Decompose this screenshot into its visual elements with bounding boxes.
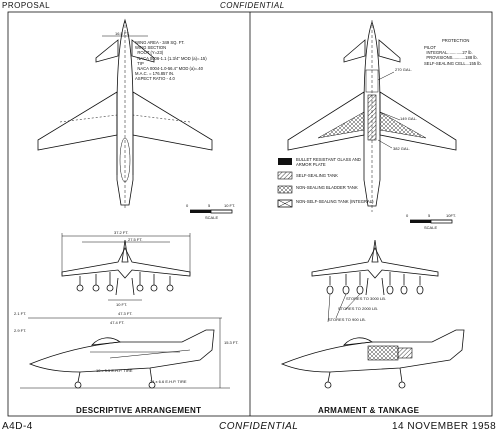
side-dim-1: 2.1 FT. — [14, 311, 27, 316]
legend-swatches — [277, 158, 293, 208]
legend-integral-label: NON-SELF-SEALING TANK (INTEGRAL) — [296, 199, 374, 204]
front-dim-span: 37.2 FT. — [114, 230, 129, 235]
side-dim-2: 2.9 FT. — [14, 328, 27, 333]
side-dim-height: 15.3 FT. — [224, 340, 239, 345]
front-dim-tread: 27.5 FT. — [128, 237, 143, 242]
wing-specification-notes: WING AREA - 349 SQ. FT. WING SECTION ROO… — [135, 40, 207, 82]
tank-label-wing: 149 GAL. — [400, 116, 417, 121]
span-dimension: 16.5 FT. — [115, 31, 130, 36]
legend-swatch-self-sealing — [277, 171, 293, 180]
tank-label-fwd: 270 GAL. — [395, 67, 412, 72]
legend-self-sealing-label: SELF-SEALING TANK — [296, 173, 338, 178]
right-panel-caption: ARMAMENT & TANKAGE — [318, 406, 420, 415]
right-scale-tick-10: 10FT. — [446, 213, 457, 218]
header-left-label: PROPOSAL — [2, 1, 51, 10]
front-dim-length: 47.3 FT. — [118, 311, 133, 316]
footer-date: 14 NOVEMBER 1958 — [392, 421, 497, 432]
legend-armor-label: BULLET RESISTANT GLASS AND ARMOR PLATE — [296, 157, 361, 168]
armament-front-view — [311, 239, 439, 323]
header-classification: CONFIDENTIAL — [220, 1, 285, 10]
side-dim-overall: 47.4 FT. — [110, 320, 125, 325]
right-scale-bar — [410, 219, 453, 224]
front-view-aircraft — [61, 233, 191, 301]
stores-label-900: STORES TO 900 LB. — [328, 317, 366, 322]
stores-label-2000: STORES TO 2000 LB. — [338, 306, 379, 311]
right-scale-tick-5: 5 — [428, 213, 431, 218]
main-tire-label: 24 x 6.6 E.H.P. TIRE — [150, 379, 187, 384]
stores-label-3000: STORES TO 3000 LB. — [346, 296, 387, 301]
nose-tire-label: 18 x 5.5 E.H.P. TIRE — [96, 368, 133, 373]
protection-weights: PILOT INTEGRAL.............27 lb. PROVIS… — [424, 45, 482, 66]
footer-classification: CONFIDENTIAL — [219, 421, 299, 432]
front-dim-height: 10 FT. — [116, 302, 128, 307]
legend-swatch-armor — [278, 158, 292, 165]
top-view-aircraft — [37, 18, 213, 210]
side-view-aircraft — [20, 317, 230, 389]
right-scale-label: SCALE — [424, 225, 438, 230]
right-scale-tick-0: 0 — [406, 213, 409, 218]
left-scale-tick-5: 5 — [208, 203, 211, 208]
left-scale-label: SCALE — [205, 215, 219, 220]
left-panel-caption: DESCRIPTIVE ARRANGEMENT — [76, 406, 202, 415]
footer-doc-number: A4D-4 — [2, 421, 33, 432]
left-scale-tick-0: 0 — [186, 203, 189, 208]
legend-bladder-label: NON-SEALING BLADDER TANK — [296, 185, 358, 190]
left-scale-bar — [190, 209, 233, 214]
protection-title: PROTECTION — [442, 38, 470, 43]
armament-side-view — [280, 329, 465, 389]
tank-label-aft: 382 GAL. — [393, 146, 410, 151]
left-scale-tick-10: 10 FT. — [224, 203, 236, 208]
tankage-top-view — [287, 20, 457, 212]
legend-swatch-integral — [277, 199, 293, 208]
legend-swatch-bladder — [277, 185, 293, 194]
